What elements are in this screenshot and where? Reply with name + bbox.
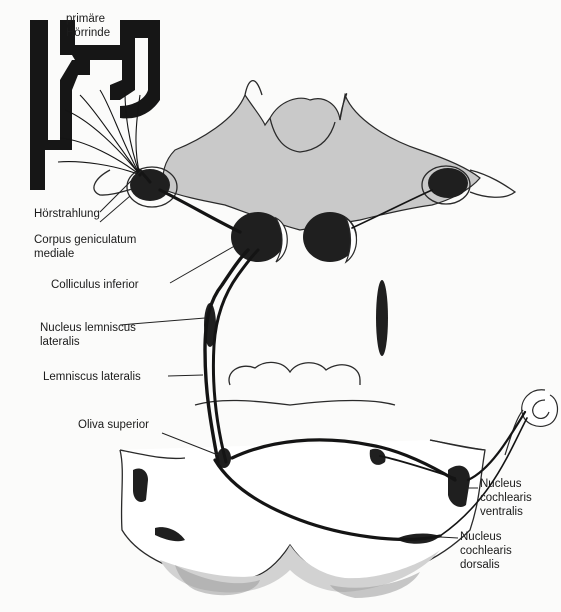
label-inferior-colliculus: Colliculus inferior	[51, 279, 139, 291]
nll-right	[376, 280, 388, 356]
label-superior-olive: Oliva superior	[78, 419, 149, 431]
label-primary-cortex-2: Hörrinde	[66, 27, 110, 39]
label-cochlear-ventral-3: ventralis	[480, 506, 523, 518]
medulla-nucleus-left	[133, 468, 148, 501]
label-primary-cortex-1: primäre	[66, 13, 105, 25]
label-cochlear-ventral-1: Nucleus	[480, 478, 522, 490]
mgb-right	[428, 168, 468, 198]
fourth-ventricle-outline	[229, 362, 360, 385]
label-cochlear-dorsal-2: cochlearis	[460, 545, 512, 557]
lateral-lemniscus-tract-2	[213, 250, 258, 462]
label-auditory-radiation: Hörstrahlung	[34, 208, 100, 220]
label-cochlear-dorsal-1: Nucleus	[460, 531, 502, 543]
label-nll-1: Nucleus lemniscus	[40, 322, 136, 334]
label-mgb-1: Corpus geniculatum	[34, 234, 136, 246]
label-mgb-2: mediale	[34, 248, 74, 260]
right-lateral-lobe	[470, 170, 515, 197]
label-cochlear-ventral-2: cochlearis	[480, 492, 532, 504]
leader-mgb	[100, 196, 130, 222]
leader-lemniscus	[168, 375, 203, 376]
midbrain-grey-area	[163, 95, 480, 230]
label-cochlear-dorsal-3: dorsalis	[460, 559, 500, 571]
olive-region-outline	[195, 400, 395, 405]
label-lateral-lemniscus: Lemniscus lateralis	[43, 371, 141, 383]
label-nll-2: lateralis	[40, 336, 80, 348]
lateral-lemniscus-tract	[205, 250, 248, 462]
